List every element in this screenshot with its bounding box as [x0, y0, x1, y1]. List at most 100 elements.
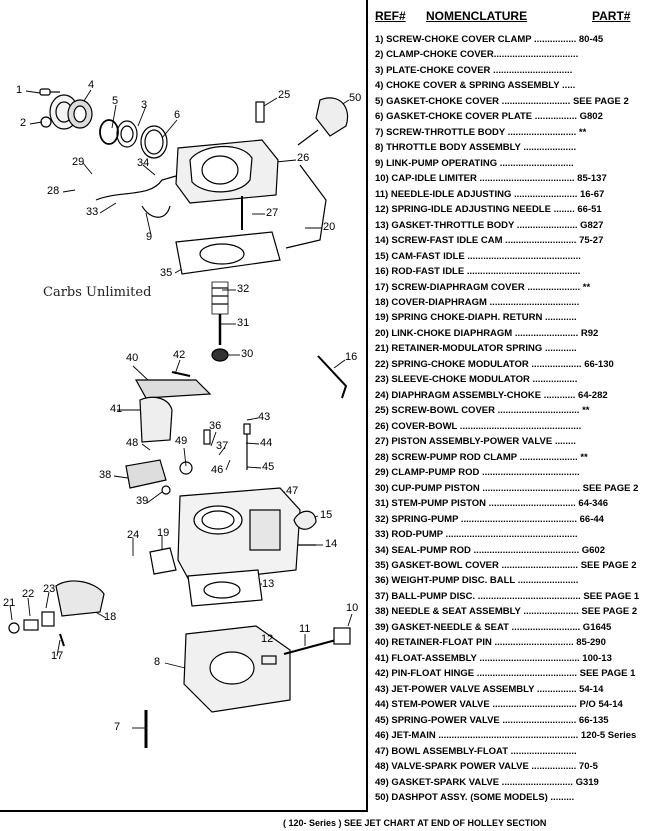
callout-7: 7 [114, 721, 121, 733]
part-row-46: 46) JET-MAIN ...........................… [375, 730, 637, 742]
carburetor-exploded-view [8, 88, 353, 748]
part-row-30: 30) CUP-PUMP PISTON ....................… [375, 482, 639, 494]
part-row-33: 33) ROD-PUMP ...........................… [375, 529, 578, 541]
part-row-25: 25) SCREW-BOWL COVER ...................… [375, 405, 590, 417]
callout-34: 34 [137, 157, 150, 169]
callout-27: 27 [266, 207, 279, 219]
footer-note: ( 120- Series ) SEE JET CHART AT END OF … [283, 818, 547, 828]
callout-47: 47 [286, 485, 299, 497]
part-row-1: 1) SCREW-CHOKE COVER CLAMP .............… [375, 34, 604, 45]
callout-22: 22 [22, 588, 35, 600]
part-row-5: 5) GASKET-CHOKE COVER ..................… [375, 95, 629, 107]
callout-38: 38 [99, 469, 112, 481]
part-row-28: 28) SCREW-PUMP ROD CLAMP ...............… [375, 451, 588, 463]
callout-26: 26 [297, 152, 310, 164]
part-row-37: 37) BALL-PUMP DISC. ....................… [375, 590, 640, 602]
callout-11: 11 [299, 623, 311, 635]
callout-8: 8 [154, 656, 161, 668]
part-row-24: 24) DIAPHRAGM ASSEMBLY-CHOKE ...........… [375, 389, 608, 401]
part-row-12: 12) SPRING-IDLE ADJUSTING NEEDLE .......… [375, 204, 602, 216]
callout-10: 10 [346, 602, 359, 614]
part-row-26: 26) COVER-BOWL .........................… [375, 420, 582, 432]
callout-37: 37 [216, 440, 229, 452]
callout-18: 18 [104, 611, 117, 623]
part-row-44: 44) STEM-POWER VALVE ...................… [375, 699, 623, 711]
part-row-48: 48) VALVE-SPARK POWER VALVE ............… [375, 761, 598, 773]
part-row-7: 7) SCREW-THROTTLE BODY .................… [375, 126, 587, 138]
part-row-32: 32) SPRING-PUMP ........................… [375, 513, 604, 525]
part-row-11: 11) NEEDLE-IDLE ADJUSTING ..............… [375, 188, 605, 200]
part-row-4: 4) CHOKE COVER & SPRING ASSEMBLY ..... [375, 80, 576, 92]
part-row-36: 36) WEIGHT-PUMP DISC. BALL .............… [375, 575, 579, 587]
part-row-20: 20) LINK-CHOKE DIAPHRAGM ...............… [375, 327, 599, 339]
callout-42: 42 [173, 349, 186, 361]
brand-watermark: Carbs Unlimited [43, 285, 152, 300]
callout-5: 5 [112, 95, 119, 107]
callout-25: 25 [278, 89, 291, 101]
callout-17: 17 [51, 650, 64, 662]
parts-list: REF# NOMENCLATURE PART# 1) SCREW-CHOKE C… [372, 0, 655, 812]
part-row-14: 14) SCREW-FAST IDLE CAM ................… [375, 235, 604, 247]
part-row-49: 49) GASKET-SPARK VALVE .................… [375, 776, 599, 788]
part-row-38: 38) NEEDLE & SEAT ASSEMBLY .............… [375, 606, 638, 618]
callout-1: 1 [16, 84, 23, 96]
part-row-50: 50) DASHPOT ASSY. (SOME MODELS) ........… [375, 792, 575, 804]
callout-39: 39 [136, 495, 149, 507]
part-row-19: 19) SPRING CHOKE-DIAPH. RETURN .........… [375, 312, 577, 324]
part-row-22: 22) SPRING-CHOKE MODULATOR .............… [375, 358, 614, 370]
part-row-13: 13) GASKET-THROTTLE BODY ...............… [375, 219, 604, 231]
throttle-body [8, 547, 351, 748]
callout-43: 43 [258, 411, 271, 423]
part-row-21: 21) RETAINER-MODULATOR SPRING ..........… [375, 343, 577, 355]
callout-50: 50 [349, 92, 362, 104]
pump-assembly [175, 196, 348, 399]
callout-49: 49 [175, 435, 188, 447]
callout-30: 30 [241, 348, 254, 360]
part-row-18: 18) COVER-DIAPHRAGM ....................… [375, 296, 580, 308]
exploded-parts-diagram: Carbs Unlimited 1 2 3 4 5 6 7 8 9 10 11 … [0, 0, 368, 812]
part-row-6: 6) GASKET-CHOKE COVER PLATE ............… [375, 111, 603, 123]
callout-15: 15 [320, 509, 333, 521]
callout-31: 31 [237, 317, 250, 329]
callout-46: 46 [211, 464, 224, 476]
part-row-41: 41) FLOAT-ASSEMBLY .....................… [375, 652, 612, 664]
header-part: PART# [592, 9, 631, 23]
callout-40: 40 [126, 352, 139, 364]
part-row-23: 23) SLEEVE-CHOKE MODULATOR .............… [375, 374, 578, 386]
part-row-3: 3) PLATE-CHOKE COVER ...................… [375, 64, 573, 76]
part-row-29: 29) CLAMP-PUMP ROD .....................… [375, 467, 580, 479]
part-row-16: 16) ROD-FAST IDLE ......................… [375, 266, 581, 278]
part-row-27: 27) PISTON ASSEMBLY-POWER VALVE ........ [375, 436, 576, 448]
callout-6: 6 [174, 109, 181, 121]
part-row-31: 31) STEM-PUMP PISTON ...................… [375, 498, 608, 510]
callout-20: 20 [323, 221, 336, 233]
callout-24: 24 [127, 529, 140, 541]
callout-13: 13 [262, 578, 275, 590]
callout-3: 3 [141, 99, 148, 111]
callout-12: 12 [261, 633, 274, 645]
part-row-8: 8) THROTTLE BODY ASSEMBLY ..............… [375, 142, 577, 154]
part-row-15: 15) CAM-FAST IDLE ......................… [375, 250, 581, 262]
part-row-35: 35) GASKET-BOWL COVER ..................… [375, 559, 637, 571]
part-row-39: 39) GASKET-NEEDLE & SEAT ...............… [375, 621, 612, 633]
callout-44: 44 [260, 437, 273, 449]
part-row-10: 10) CAP-IDLE LIMITER ...................… [375, 173, 607, 185]
callout-14: 14 [325, 538, 338, 550]
part-row-47: 47) BOWL ASSEMBLY-FLOAT ................… [375, 745, 577, 757]
choke-parts [39, 88, 168, 159]
callout-19: 19 [157, 527, 170, 539]
callout-41: 41 [110, 403, 123, 415]
callout-23: 23 [43, 583, 56, 595]
part-row-40: 40) RETAINER-FLOAT PIN .................… [375, 637, 606, 649]
part-row-17: 17) SCREW-DIAPHRAGM COVER ..............… [375, 281, 591, 293]
float-bowl [125, 371, 317, 583]
part-row-2: 2) CLAMP-CHOKE COVER....................… [375, 49, 579, 61]
callout-4: 4 [88, 79, 95, 91]
callout-29: 29 [72, 156, 85, 168]
header-nomenclature: NOMENCLATURE [426, 9, 528, 23]
part-row-43: 43) JET-POWER VALVE ASSEMBLY ...........… [375, 683, 604, 695]
callout-32: 32 [237, 283, 250, 295]
callout-28: 28 [47, 185, 60, 197]
callout-16: 16 [345, 351, 358, 363]
callout-33: 33 [86, 206, 99, 218]
